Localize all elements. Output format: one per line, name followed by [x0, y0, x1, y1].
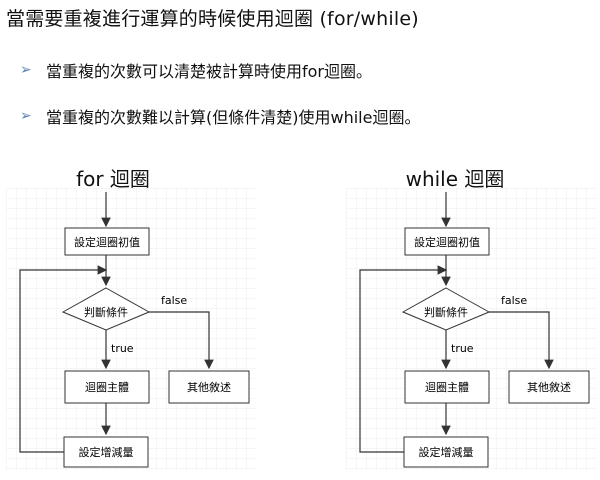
bullet-text: 當重複的次數難以計算(但條件清楚)使用while迴圈。	[46, 108, 421, 127]
other-label: 其他敘述	[187, 380, 231, 394]
bullet-arrow-icon: ➢	[20, 108, 32, 124]
update-label: 設定增減量	[79, 445, 134, 459]
condition-label: 判斷條件	[84, 305, 128, 319]
init-node	[404, 227, 490, 256]
true-label: true	[451, 342, 474, 355]
false-arrow	[489, 311, 554, 370]
other-node	[168, 370, 250, 404]
init-node	[64, 227, 150, 256]
true-label: true	[111, 342, 134, 355]
condition-node	[401, 287, 491, 331]
condition-label: 判斷條件	[424, 305, 468, 319]
body-label: 迴圈主體	[425, 380, 469, 394]
bullet-text: 當重複的次數可以清楚被計算時使用for迴圈。	[46, 62, 373, 81]
condition-node	[61, 287, 151, 331]
bullet-for: ➢ 當重複的次數可以清楚被計算時使用for迴圈。	[20, 58, 372, 82]
init-label: 設定迴圈初值	[74, 235, 140, 249]
for-flowchart-svg: 設定迴圈初值 判斷條件 false true 迴圈主體 其他敘述 設定增減量	[6, 188, 256, 470]
update-node	[403, 436, 489, 468]
false-label: false	[161, 294, 187, 307]
loop-back-arrow	[19, 265, 108, 453]
body-node	[404, 370, 490, 404]
bullet-arrow-icon: ➢	[20, 62, 32, 78]
body-node	[64, 370, 150, 404]
while-flowchart: 設定迴圈初值 判斷條件 false true 迴圈主體 其他敘述 設定增減量	[346, 188, 596, 470]
for-diagram-title: for 迴圈	[76, 167, 150, 191]
other-label: 其他敘述	[527, 380, 571, 394]
page-heading: 當需要重複進行運算的時候使用迴圈 (for/while)	[6, 8, 419, 30]
while-diagram-title: while 迴圈	[405, 167, 505, 191]
other-node	[508, 370, 590, 404]
loop-back-arrow	[359, 265, 448, 453]
while-flowchart-svg: 設定迴圈初值 判斷條件 false true 迴圈主體 其他敘述 設定增減量	[346, 188, 596, 470]
update-label: 設定增減量	[419, 445, 474, 459]
init-label: 設定迴圈初值	[414, 235, 480, 249]
false-arrow	[149, 311, 214, 370]
body-label: 迴圈主體	[85, 380, 129, 394]
for-flowchart: 設定迴圈初值 判斷條件 false true 迴圈主體 其他敘述 設定增減量	[6, 188, 256, 470]
false-label: false	[501, 294, 527, 307]
update-node	[63, 436, 149, 468]
bullet-while: ➢ 當重複的次數難以計算(但條件清楚)使用while迴圈。	[20, 104, 420, 128]
